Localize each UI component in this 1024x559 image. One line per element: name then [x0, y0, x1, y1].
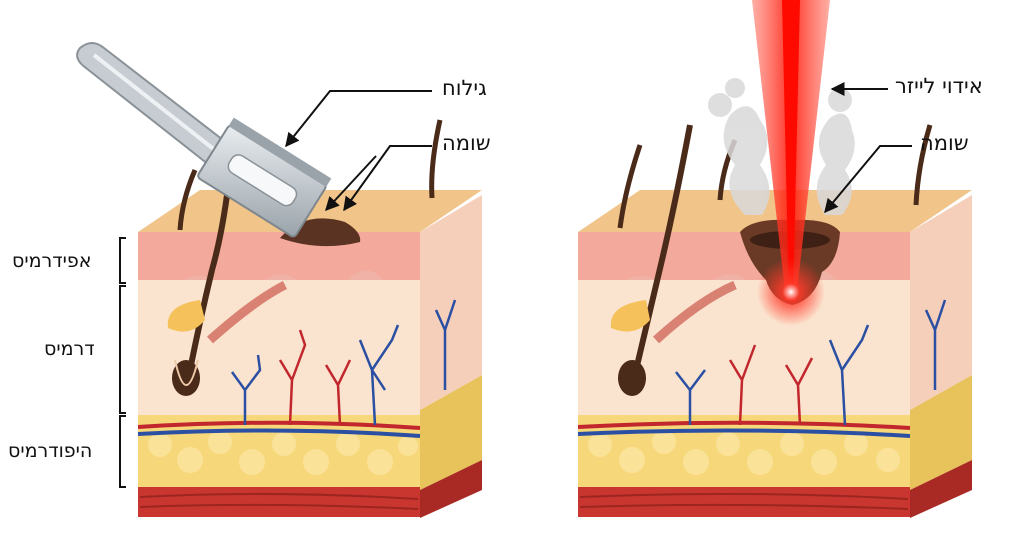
left-epidermis-wave [138, 232, 420, 300]
left-top-hair-2 [429, 119, 443, 199]
callout-leaders [119, 82, 912, 488]
leader-shaving [285, 90, 432, 148]
bracket-hypodermis [119, 415, 126, 488]
right-artery-horizontal [577, 420, 911, 430]
label-hypodermis: היפודרמיס [8, 440, 93, 462]
right-muscle-layer [578, 487, 910, 517]
left-block-side-fat [420, 375, 482, 490]
left-arrector-muscle [207, 280, 288, 344]
right-fat-cells [588, 430, 900, 475]
left-artery-horizontal [137, 420, 421, 430]
left-muscle-layer [138, 487, 420, 517]
left-vein-horizontal [137, 428, 421, 438]
leader-left-mole-b [325, 155, 377, 212]
right-sebaceous-gland [610, 300, 650, 332]
right-hair-bulb [618, 360, 646, 396]
right-top-hair-1 [617, 144, 643, 229]
right-arrector-muscle [652, 280, 737, 344]
left-capillaries [230, 299, 457, 426]
right-top-hair-3 [913, 124, 933, 206]
left-hair-follicle [174, 359, 199, 386]
label-laser-vaporization: אידוי לייזר [895, 74, 983, 98]
left-sebaceous-gland [167, 300, 205, 332]
label-shaving: גילוח [442, 76, 487, 100]
label-epidermis: אפידרמיס [12, 250, 92, 272]
right-block-side-muscle [910, 460, 972, 518]
right-vein-horizontal [577, 428, 911, 438]
right-hair-shaft [633, 124, 693, 371]
label-left-mole: שומה [442, 131, 491, 155]
right-block-side-fat [910, 375, 972, 490]
razor-icon [76, 42, 332, 238]
right-skin-block [577, 124, 972, 518]
left-hair-bulb [172, 360, 200, 396]
left-block-side-muscle [420, 460, 482, 518]
left-skin-block [137, 119, 482, 518]
label-dermis: דרמיס [44, 338, 95, 360]
left-top-hair-1 [177, 169, 198, 231]
left-dermis-layer [138, 280, 420, 415]
right-capillaries [675, 299, 947, 426]
leader-left-mole-a [343, 145, 432, 212]
bracket-dermis [119, 285, 126, 414]
label-right-mole: שומה [920, 131, 969, 155]
left-block-side-skin [420, 195, 482, 410]
bracket-epidermis [119, 237, 126, 284]
smoke-icon [708, 78, 855, 215]
left-fat-cells [148, 430, 418, 475]
right-block-side-skin [910, 195, 972, 410]
leader-right-mole [824, 145, 912, 214]
laser-beam-icon [752, 0, 830, 326]
